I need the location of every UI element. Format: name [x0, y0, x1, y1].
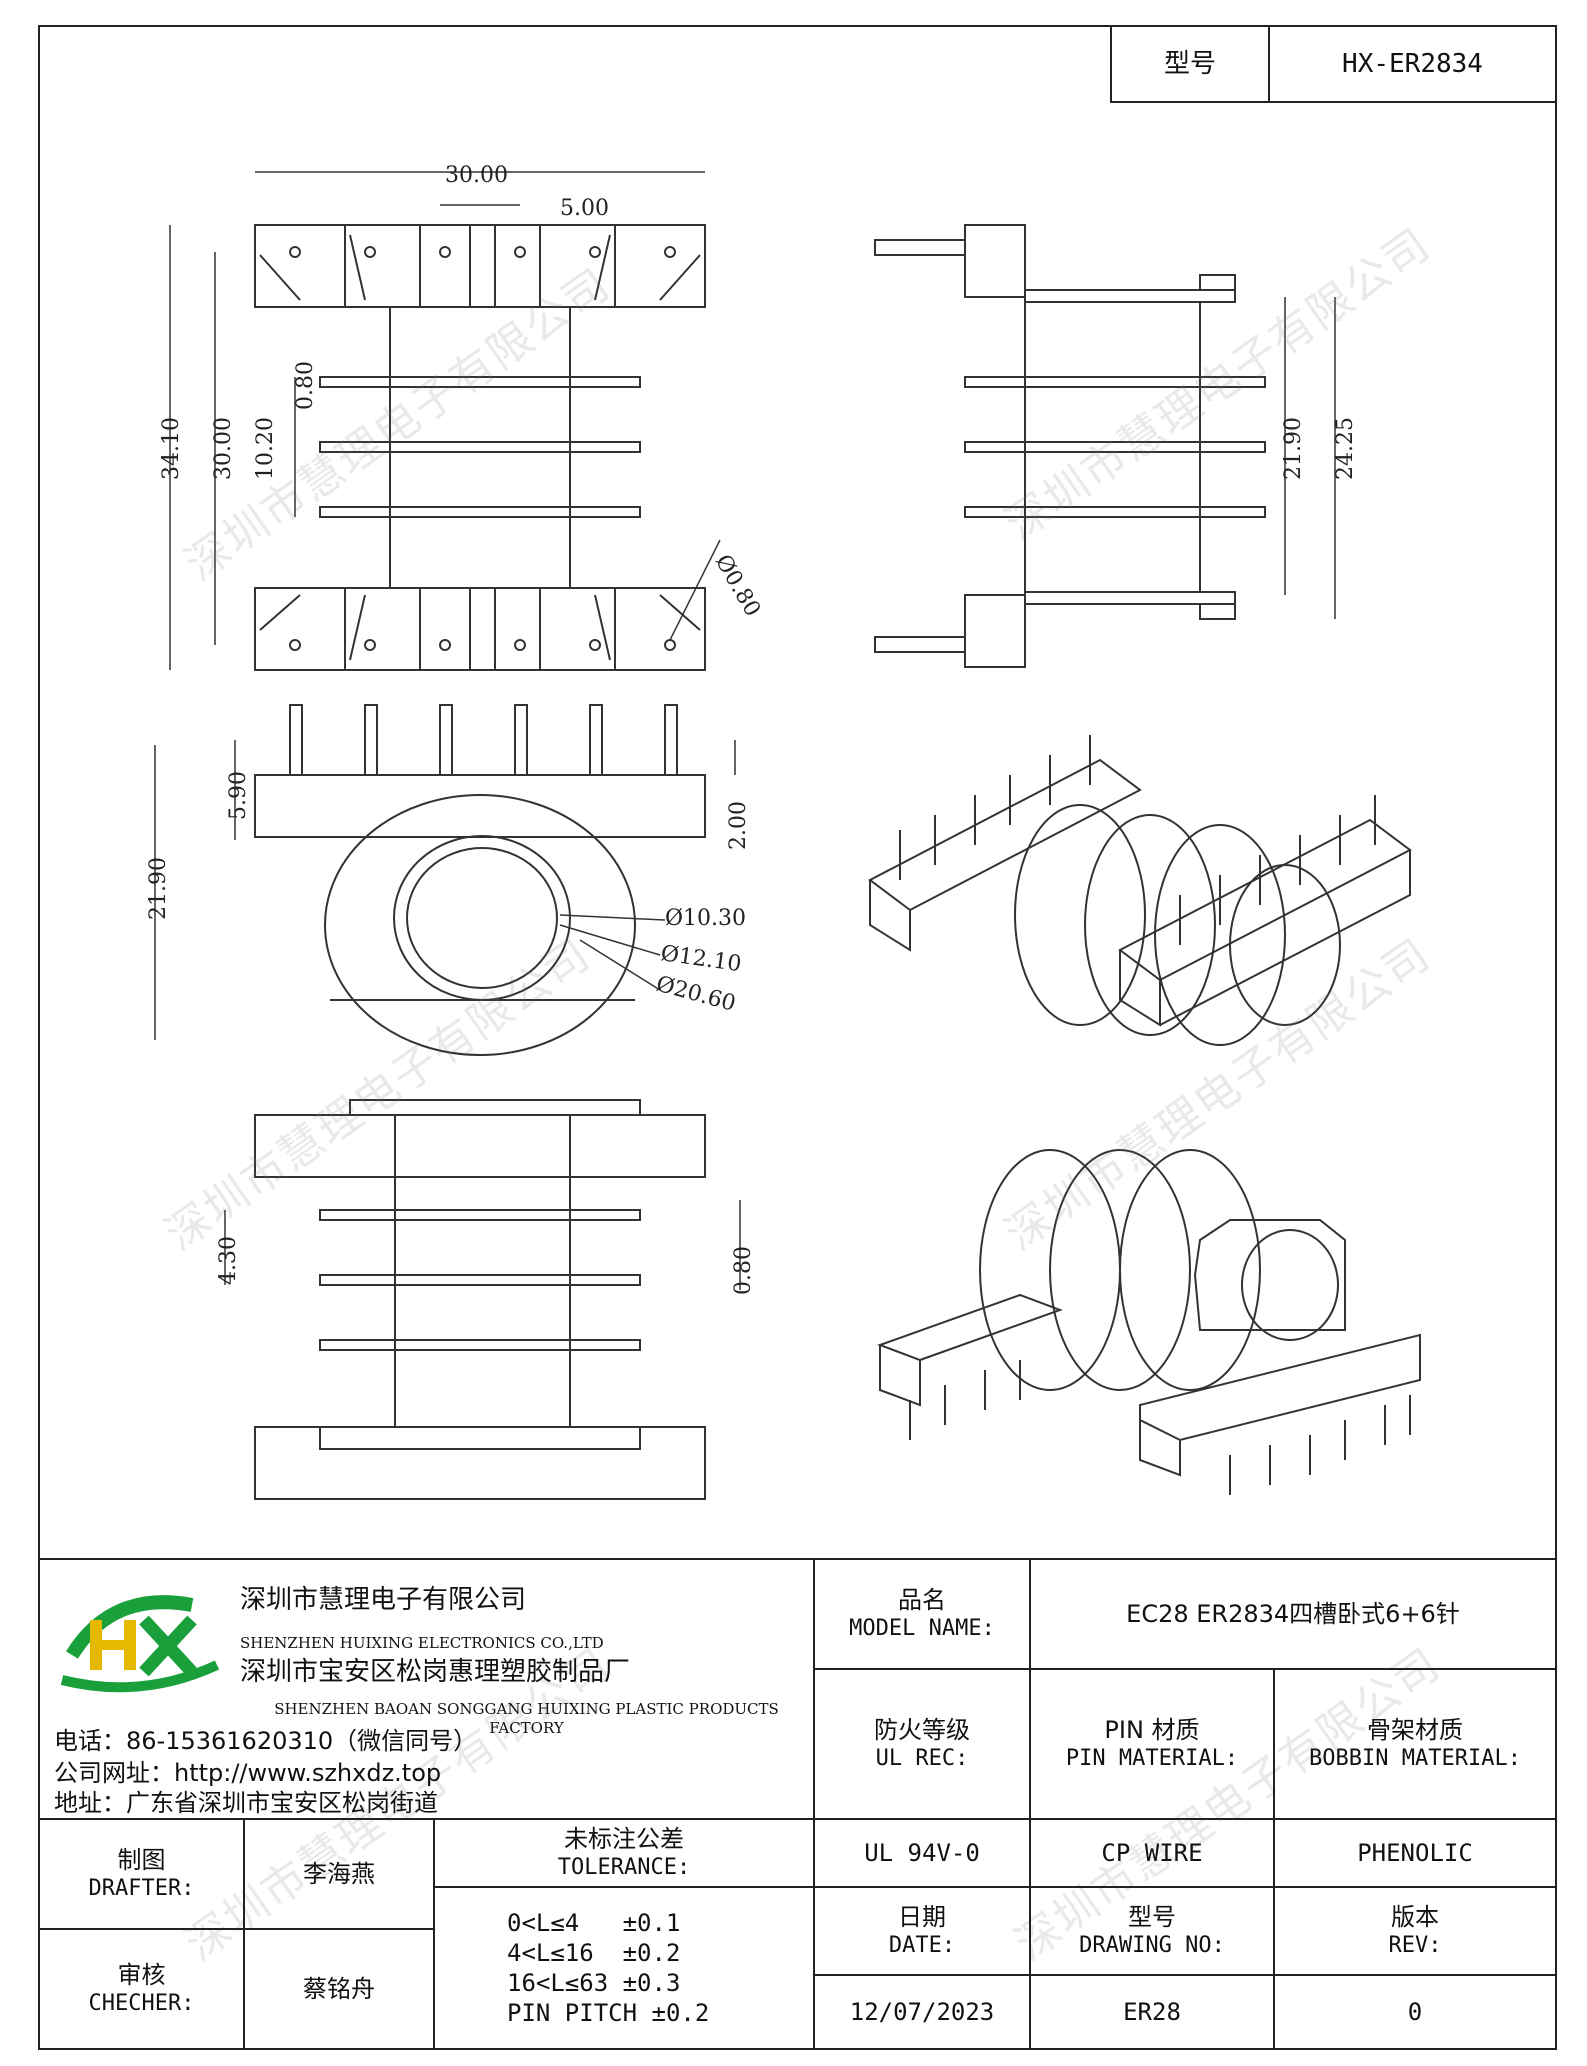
tolerance-label-cn: 未标注公差 [564, 1825, 684, 1854]
bobbin-label-en: BOBBIN MATERIAL: [1309, 1746, 1521, 1772]
pin-material-value: CP WIRE [1029, 1818, 1275, 1888]
checker-name: 蔡铭舟 [243, 1928, 435, 2050]
pin-label-cn: PIN 材质 [1104, 1716, 1200, 1745]
fire-label-en: UL REC: [875, 1746, 969, 1772]
side-view [874, 224, 1266, 668]
dim-dia2: Ø12.10 [659, 941, 743, 977]
company-name-cn-2: 深圳市宝安区松岗惠理塑胶制品厂 [240, 1657, 631, 1687]
front-view [254, 704, 706, 1056]
tolerance-label: 未标注公差 TOLERANCE: [433, 1818, 815, 1888]
dim-overall-h: 21.90 [146, 857, 171, 920]
company-name-en-2: SHENZHEN BAOAN SONGGANG HUIXING PLASTIC … [274, 1700, 779, 1737]
pin-material-label: PIN 材质 PIN MATERIAL: [1029, 1668, 1275, 1820]
fire-rating-value: UL 94V-0 [813, 1818, 1031, 1888]
rev-label-en: REV: [1388, 1933, 1442, 1959]
dim-dia1: Ø10.30 [665, 906, 746, 931]
isometric-view-bottom [877, 1149, 1421, 1495]
drawing-no-value: ER28 [1029, 1974, 1275, 2050]
isometric-view-top [868, 735, 1412, 1046]
company-website: 公司网址：http://www.szhxdz.top [54, 1759, 442, 1787]
technical-drawing: 30.00 5.00 34.10 30.00 10.20 0.80 Ø0.80 … [146, 163, 1421, 1500]
dim-bottom-pitch: 4.30 [216, 1236, 241, 1285]
dim-dia3: Ø20.60 [653, 972, 738, 1017]
drafter-label-en: DRAFTER: [88, 1876, 195, 1902]
date-label: 日期 DATE: [813, 1886, 1031, 1976]
product-value: EC28 ER2834四槽卧式6+6针 [1029, 1558, 1557, 1670]
top-view [254, 224, 706, 671]
hx-logo [60, 1595, 220, 1693]
drawing-no-label-cn: 型号 [1128, 1903, 1176, 1932]
tolerance-row: PIN PITCH ±0.2 [507, 1999, 710, 2027]
checker-label-en: CHECHER: [88, 1991, 195, 2017]
date-label-en: DATE: [888, 1933, 956, 1959]
dim-pin-dia: Ø0.80 [710, 551, 765, 622]
dim-height-total: 34.10 [159, 417, 184, 480]
checker-label-cn: 审核 [117, 1961, 166, 1990]
date-label-cn: 日期 [898, 1903, 946, 1932]
tolerance-row: 16<L≤63 ±0.3 [507, 1969, 681, 1997]
dim-pin-pitch: 5.00 [560, 196, 609, 221]
product-label: 品名 MODEL NAME: [813, 1558, 1031, 1670]
company-name-en-1: SHENZHEN HUIXING ELECTRONICS CO.,LTD [240, 1634, 604, 1652]
dim-base-h: 5.90 [226, 771, 251, 820]
tolerance-row: 4<L≤16 ±0.2 [507, 1939, 681, 1967]
checker-label: 审核 CHECHER: [38, 1928, 245, 2050]
rev-label: 版本 REV: [1273, 1886, 1557, 1976]
drafter-name: 李海燕 [243, 1818, 435, 1930]
fire-rating-label: 防火等级 UL REC: [813, 1668, 1031, 1820]
tolerance-label-en: TOLERANCE: [557, 1855, 691, 1881]
bobbin-material-value: PHENOLIC [1273, 1818, 1557, 1888]
bottom-view [254, 1099, 706, 1500]
dim-flange-thk: 0.80 [293, 361, 318, 410]
dim-bottom-thk: 0.80 [731, 1246, 756, 1295]
drawing-no-label: 型号 DRAWING NO: [1029, 1886, 1275, 1976]
company-phone: 电话：86-15361620310（微信同号） [54, 1727, 478, 1755]
bobbin-material-label: 骨架材质 BOBBIN MATERIAL: [1273, 1668, 1557, 1820]
rev-value: 0 [1273, 1974, 1557, 2050]
rev-label-cn: 版本 [1391, 1903, 1439, 1932]
date-value: 12/07/2023 [813, 1974, 1031, 2050]
tolerance-table: 0<L≤4 ±0.1 4<L≤16 ±0.2 16<L≤63 ±0.3 PIN … [433, 1886, 815, 2050]
drafter-label-cn: 制图 [117, 1846, 166, 1875]
dim-side-h1: 21.90 [1281, 417, 1306, 480]
dim-slot-pitch: 10.20 [253, 417, 278, 480]
product-label-cn: 品名 [898, 1586, 946, 1615]
company-block: 深圳市慧理电子有限公司 SHENZHEN HUIXING ELECTRONICS… [38, 1558, 815, 1820]
tolerance-row: 0<L≤4 ±0.1 [507, 1909, 681, 1937]
pin-label-en: PIN MATERIAL: [1065, 1746, 1239, 1772]
drafter-label: 制图 DRAFTER: [38, 1818, 245, 1930]
company-name-cn-1: 深圳市慧理电子有限公司 [240, 1585, 527, 1615]
header-model-value: HX-ER2834 [1268, 25, 1557, 103]
fire-label-cn: 防火等级 [874, 1716, 970, 1745]
company-address: 地址：广东省深圳市宝安区松岗街道 [54, 1789, 438, 1817]
drawing-no-label-en: DRAWING NO: [1079, 1933, 1225, 1959]
bobbin-label-cn: 骨架材质 [1367, 1716, 1463, 1745]
dim-side-h2: 24.25 [1333, 417, 1358, 480]
dim-pin-offset: 2.00 [726, 801, 751, 850]
product-label-en: MODEL NAME: [849, 1616, 995, 1642]
dim-width-total: 30.00 [445, 163, 508, 188]
dim-height-inner: 30.00 [211, 417, 236, 480]
